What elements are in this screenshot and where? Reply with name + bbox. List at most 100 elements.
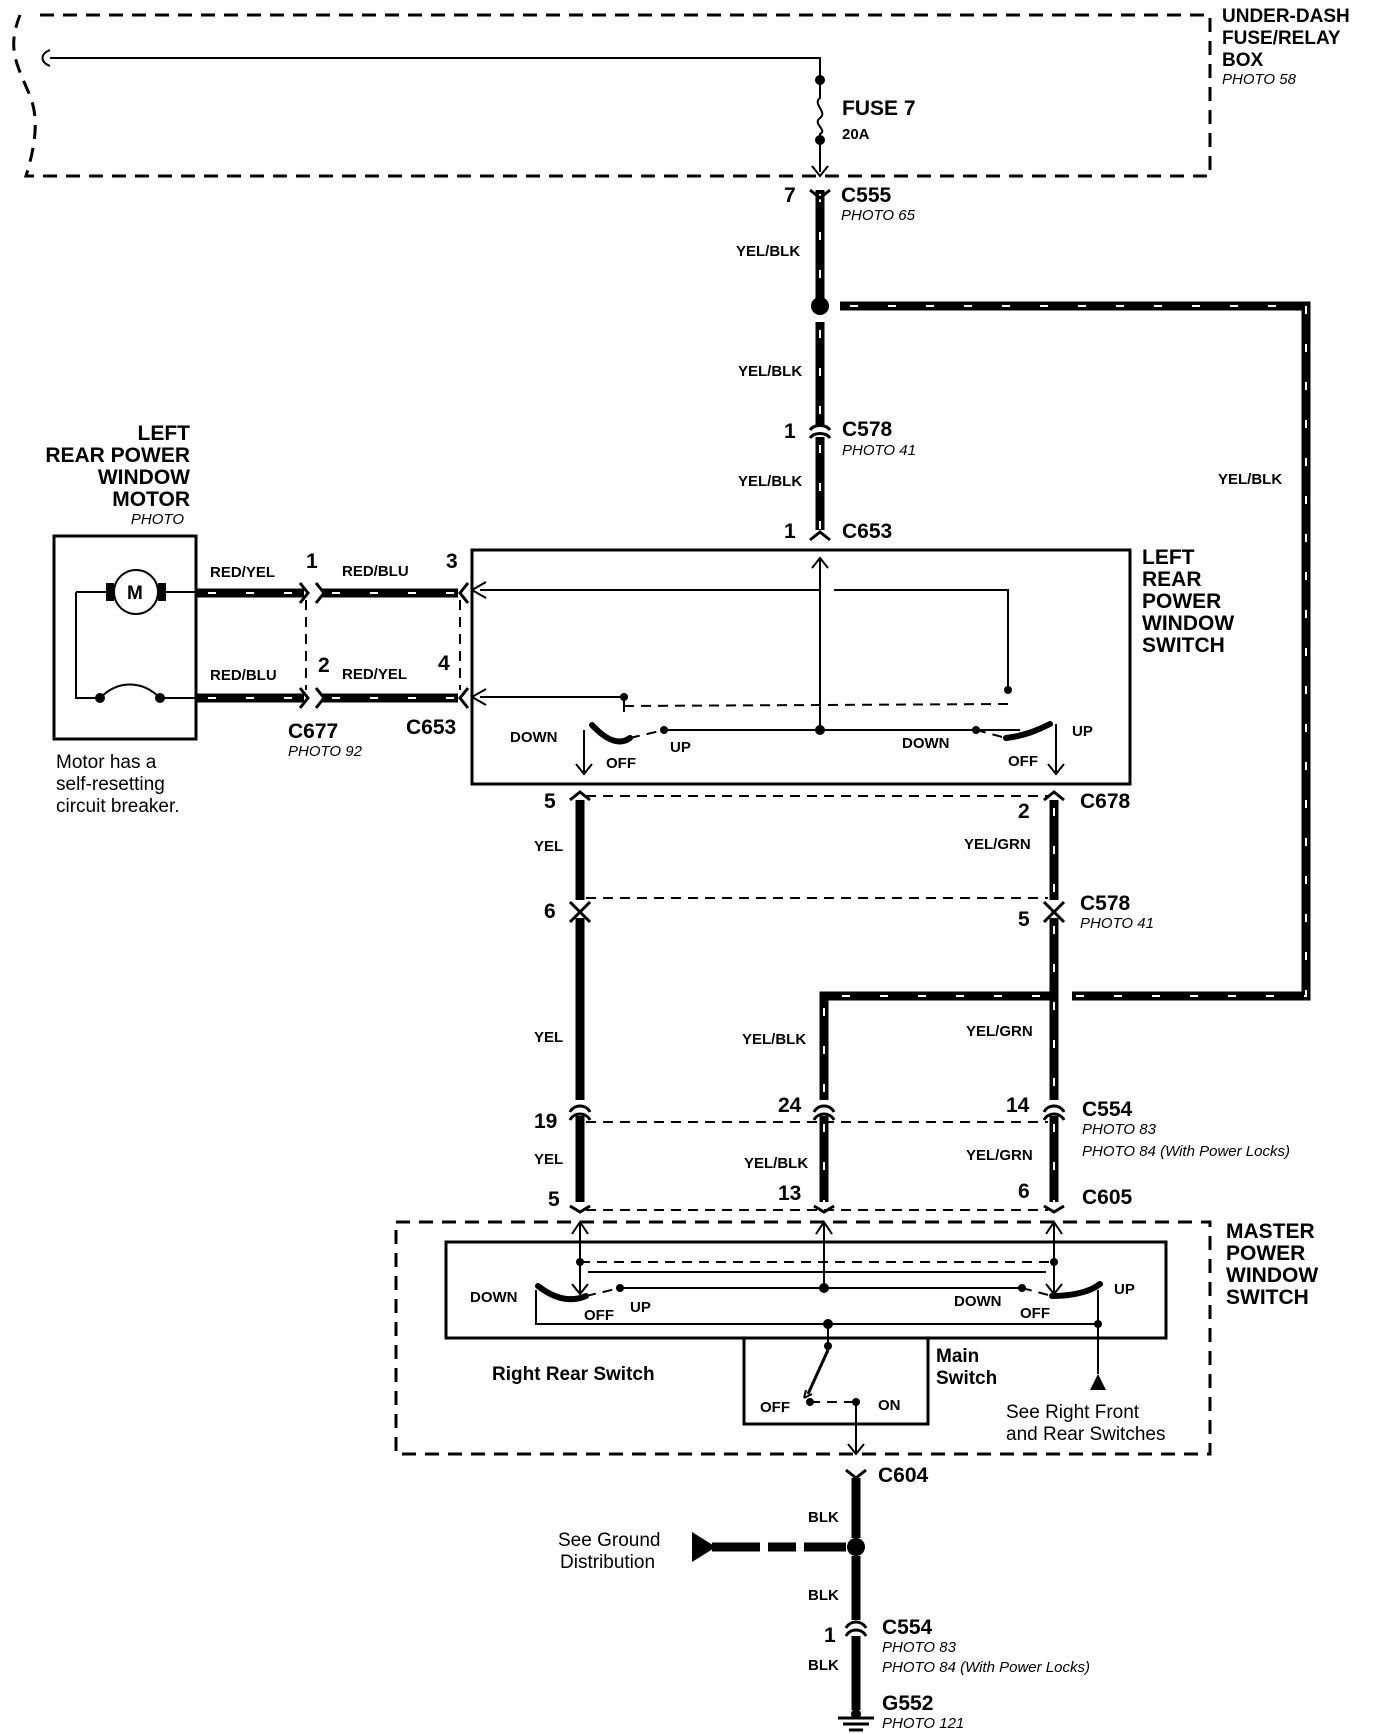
- right-rear-switch-label: Right Rear Switch: [492, 1364, 655, 1385]
- left-switch-up-1: UP: [670, 739, 691, 756]
- c678-pin-5: 5: [544, 790, 556, 813]
- wire-label-red-yel-2: RED/YEL: [342, 666, 407, 683]
- wire-label-yel-grn-1: YEL/GRN: [964, 836, 1031, 853]
- feed-wires: [808, 188, 1311, 1001]
- master-switch: [394, 1220, 1212, 1456]
- window-motor: M: [52, 534, 198, 741]
- c677-photo: PHOTO 92: [288, 743, 363, 760]
- wire-label-yel-2: YEL: [534, 1029, 563, 1046]
- see-switches-2: and Rear Switches: [1006, 1424, 1165, 1445]
- motor-title-3: WINDOW: [98, 466, 190, 489]
- fuse-box-title-3: BOX: [1222, 50, 1264, 71]
- master-off-2: OFF: [1020, 1305, 1050, 1322]
- left-switch-up-2: UP: [1072, 723, 1093, 740]
- wire-label-yel-blk-right: YEL/BLK: [1218, 471, 1282, 488]
- left-switch-title-4: WINDOW: [1142, 612, 1234, 635]
- c578-mid-name: C578: [1080, 892, 1131, 915]
- c554-mid-photo2: PHOTO 84 (With Power Locks): [1082, 1143, 1290, 1160]
- c653-side-pin-4: 4: [438, 652, 450, 675]
- motor-title-4: MOTOR: [112, 488, 190, 511]
- see-switches-1: See Right Front: [1006, 1402, 1140, 1423]
- c578-mid-photo: PHOTO 41: [1080, 915, 1154, 932]
- c677-pin-1: 1: [306, 550, 318, 573]
- master-up-1: UP: [630, 1299, 651, 1316]
- main-switch-on: ON: [878, 1397, 901, 1414]
- motor-note-2: self-resetting: [56, 774, 165, 795]
- fuse-relay-box: FUSE 7 20A UNDER-DASH FUSE/RELAY BOX PHO…: [12, 6, 1350, 178]
- c578-mid-pin-5: 5: [1018, 908, 1030, 931]
- c677-pin-2: 2: [318, 654, 330, 677]
- wire-label-red-blu-2: RED/BLU: [342, 563, 409, 580]
- motor-note-1: Motor has a: [56, 752, 157, 773]
- c677-name: C677: [288, 720, 338, 743]
- c653-side-name: C653: [406, 716, 456, 739]
- motor-wires: [196, 582, 470, 709]
- main-switch-off: OFF: [760, 1399, 790, 1416]
- g552-name: G552: [882, 1692, 933, 1715]
- ground-circuit: [692, 1468, 874, 1732]
- master-title-3: WINDOW: [1226, 1264, 1318, 1287]
- wire-label-blk-1: BLK: [808, 1509, 839, 1526]
- c605-name: C605: [1082, 1186, 1133, 1209]
- master-title-1: MASTER: [1226, 1220, 1315, 1243]
- c578-top-name: C578: [842, 418, 893, 441]
- left-switch-down-1: DOWN: [510, 729, 558, 746]
- main-switch-label-1: Main: [936, 1346, 979, 1367]
- left-switch-off-1: OFF: [606, 755, 636, 772]
- c555-name: C555: [841, 184, 892, 207]
- c554-bottom-photo: PHOTO 83: [882, 1639, 957, 1656]
- fuse-box-title-2: FUSE/RELAY: [1222, 28, 1341, 49]
- see-ground-2: Distribution: [560, 1552, 655, 1573]
- motor-title-2: REAR POWER: [45, 444, 190, 467]
- c555-photo: PHOTO 65: [841, 207, 916, 224]
- master-title-2: POWER: [1226, 1242, 1305, 1265]
- c605-pin-5: 5: [548, 1188, 560, 1211]
- master-down-1: DOWN: [470, 1289, 518, 1306]
- c554-bottom-name: C554: [882, 1616, 933, 1639]
- see-ground-1: See Ground: [558, 1530, 660, 1551]
- motor-symbol: M: [127, 583, 143, 604]
- master-title-4: SWITCH: [1226, 1286, 1309, 1309]
- c554-mid-photo: PHOTO 83: [1082, 1121, 1157, 1138]
- c555-pin: 7: [784, 184, 796, 207]
- left-switch-title-5: SWITCH: [1142, 634, 1225, 657]
- c554-mid-pin-24: 24: [778, 1094, 802, 1117]
- c578-top-pin: 1: [784, 420, 796, 443]
- c554-bottom-pin: 1: [824, 1624, 836, 1647]
- c678-name: C678: [1080, 790, 1131, 813]
- fuse-box-title-1: UNDER-DASH: [1222, 6, 1350, 27]
- left-rear-switch: [470, 548, 1132, 786]
- c578-mid-pin-6: 6: [544, 900, 556, 923]
- wire-label-yel-blk-2: YEL/BLK: [738, 363, 802, 380]
- wire-label-red-blu-1: RED/BLU: [210, 667, 277, 684]
- c653-top-pin: 1: [784, 520, 796, 543]
- wire-label-yel-blk-3: YEL/BLK: [738, 473, 802, 490]
- c605-pin-13: 13: [778, 1182, 801, 1205]
- c653-top-name: C653: [842, 520, 892, 543]
- wire-label-yel-blk-4: YEL/BLK: [742, 1031, 806, 1048]
- g552-photo: PHOTO 121: [882, 1715, 964, 1732]
- left-switch-off-2: OFF: [1008, 753, 1038, 770]
- switch-harness: [568, 790, 1066, 1214]
- fuse-box-photo: PHOTO 58: [1222, 71, 1297, 88]
- c554-mid-name: C554: [1082, 1098, 1133, 1121]
- c578-top-photo: PHOTO 41: [842, 442, 916, 459]
- c678-pin-2: 2: [1018, 800, 1030, 823]
- c554-bottom-photo2: PHOTO 84 (With Power Locks): [882, 1659, 1090, 1676]
- motor-note-3: circuit breaker.: [56, 796, 180, 817]
- master-up-2: UP: [1114, 1281, 1135, 1298]
- c605-pin-6: 6: [1018, 1180, 1030, 1203]
- fuse-rating: 20A: [842, 126, 870, 143]
- wire-label-red-yel-1: RED/YEL: [210, 564, 275, 581]
- wire-label-yel-grn-2: YEL/GRN: [966, 1023, 1033, 1040]
- c554-mid-pin-19: 19: [534, 1110, 557, 1133]
- c554-mid-pin-14: 14: [1006, 1094, 1030, 1117]
- master-down-2: DOWN: [954, 1293, 1002, 1310]
- wire-label-yel-1: YEL: [534, 838, 563, 855]
- wire-label-yel-3: YEL: [534, 1151, 563, 1168]
- c604-name: C604: [878, 1464, 929, 1487]
- wire-label-yel-blk-1: YEL/BLK: [736, 243, 800, 260]
- wire-label-yel-blk-5: YEL/BLK: [744, 1155, 808, 1172]
- left-switch-title-2: REAR: [1142, 568, 1202, 591]
